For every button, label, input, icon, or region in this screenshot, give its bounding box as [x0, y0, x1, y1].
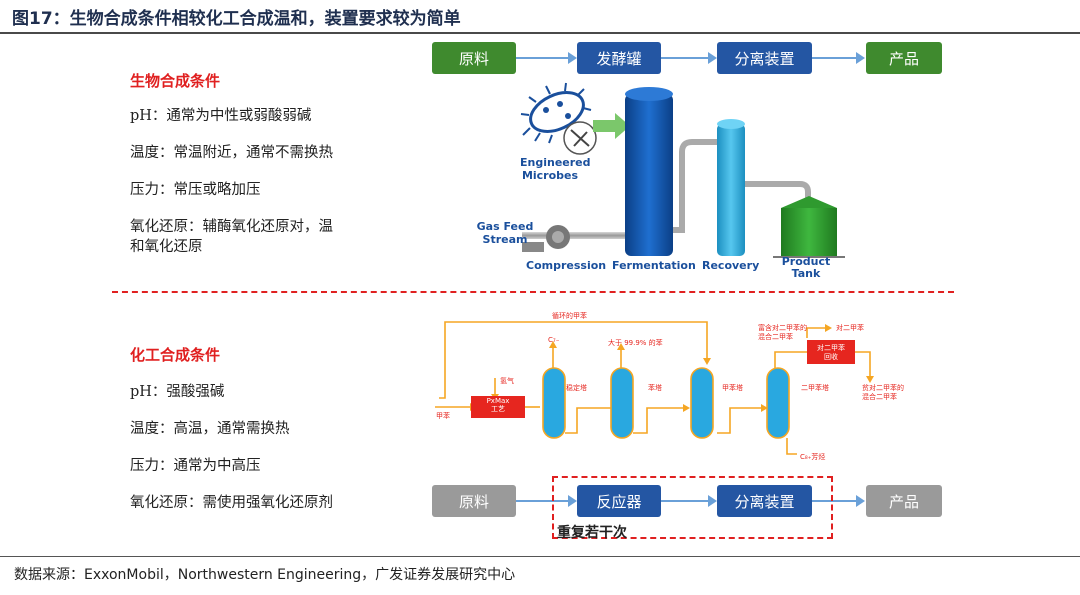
- chem-heading: 化工合成条件: [130, 346, 221, 364]
- label-gas-feed-line2: Stream: [482, 233, 528, 246]
- label-fermentation: Fermentation: [612, 259, 696, 272]
- label-px-rich-line2: 混合二甲苯: [758, 333, 793, 341]
- label-toluene-column: 甲苯塔: [722, 384, 743, 392]
- label-benzene-purity: 大于 99.9% 的苯: [608, 339, 663, 347]
- bio-flow-raw-material: 原料: [432, 42, 516, 74]
- bio-flow-separator: 分离装置: [717, 42, 812, 74]
- label-pxmax-line2: 工艺: [491, 405, 505, 413]
- bio-condition-temperature: 温度：常温附近，通常不需换热: [130, 145, 333, 161]
- label-px-lean-line1: 贫对二甲苯的: [862, 384, 904, 392]
- label-microbes-line1: Engineered: [520, 156, 591, 169]
- bio-flow-fermenter: 发酵罐: [577, 42, 661, 74]
- repeat-label: 重复若干次: [557, 525, 627, 541]
- product-tank: [781, 208, 837, 256]
- label-benzene-column: 苯塔: [648, 384, 662, 392]
- chem-condition-temperature: 温度：高温，通常需换热: [130, 421, 290, 437]
- title-rule: [0, 32, 1080, 34]
- source-rule: [0, 556, 1080, 557]
- bio-flow-arrow-3-head: [856, 52, 865, 64]
- pxmax-process-diagram: [435, 321, 874, 455]
- label-microbes-line2: Microbes: [521, 169, 579, 182]
- bio-flow-product: 产品: [866, 42, 942, 74]
- microbe-arrow: [593, 113, 630, 139]
- bio-flow-arrow-1: [516, 57, 571, 59]
- chem-flow-arrow-2: [661, 500, 711, 502]
- bio-flow-arrow-2-head: [708, 52, 717, 64]
- stabilizer-column: [542, 367, 566, 439]
- chem-flow-arrow-1: [516, 500, 571, 502]
- benzene-column: [610, 367, 634, 439]
- label-px-recovery-line1: 对二甲苯: [817, 344, 845, 352]
- bio-condition-pressure: 压力：常压或略加压: [130, 182, 261, 198]
- bio-condition-redox: 氧化还原：辅酶氧化还原对，温: [130, 219, 333, 235]
- bio-condition-ph: pH：通常为中性或弱酸弱碱: [130, 108, 312, 124]
- figure-title: 图17：生物合成条件相较化工合成温和，装置要求较为简单: [12, 9, 461, 29]
- xylene-column: [766, 367, 790, 439]
- label-toluene-feed: 甲苯: [436, 412, 450, 420]
- label-engineered-microbes: Engineered Microbes: [520, 156, 591, 182]
- label-px-recovery-line2: 回收: [824, 353, 838, 361]
- label-px-rich-line1: 富含对二甲苯的: [758, 324, 807, 332]
- fermentation-illustration: [520, 82, 845, 258]
- label-px-lean: 贫对二甲苯的 混合二甲苯: [862, 384, 904, 402]
- chem-condition-redox: 氧化还原：需使用强氧化还原剂: [130, 495, 333, 511]
- chem-condition-pressure: 压力：通常为中高压: [130, 458, 261, 474]
- bio-flow-arrow-3: [812, 57, 859, 59]
- label-recovery: Recovery: [702, 259, 760, 272]
- chem-flow-separator: 分离装置: [717, 485, 812, 517]
- label-px-recovery: 对二甲苯 回收: [807, 344, 855, 362]
- pxmax-box: [471, 396, 525, 418]
- chem-flow-arrow-3: [812, 500, 859, 502]
- toluene-column: [690, 367, 714, 439]
- label-px-lean-line2: 混合二甲苯: [862, 393, 897, 401]
- label-c7: C₇₋: [548, 336, 560, 344]
- bio-flow-arrow-1-head: [568, 52, 577, 64]
- recovery-column: [717, 124, 745, 256]
- label-product-tank: Product Tank: [781, 256, 831, 280]
- label-recycle-toluene: 循环的甲苯: [552, 312, 587, 320]
- fermentation-column: [625, 94, 673, 256]
- label-px-rich: 富含对二甲苯的 混合二甲苯: [758, 324, 807, 342]
- bio-condition-redox-cont: 和氧化还原: [130, 239, 203, 255]
- label-px: 对二甲苯: [836, 324, 864, 332]
- chem-condition-ph: pH：强酸强碱: [130, 384, 225, 400]
- chem-flow-arrow-3-head: [856, 495, 865, 507]
- label-compression: Compression: [526, 259, 607, 272]
- px-recovery-box: [807, 340, 855, 364]
- source-note: 数据来源：ExxonMobil，Northwestern Engineering…: [14, 567, 516, 583]
- microbe-icon: [520, 82, 592, 144]
- label-pxmax: PxMax 工艺: [471, 397, 525, 413]
- label-product-tank-line1: Product: [781, 255, 831, 268]
- chem-flow-product: 产品: [866, 485, 942, 517]
- label-pxmax-line1: PxMax: [486, 397, 510, 405]
- repeat-boundary: [552, 476, 833, 539]
- label-gas-feed-line1: Gas Feed: [476, 220, 534, 233]
- label-gas-feed: Gas Feed Stream: [476, 220, 534, 246]
- bio-flow-arrow-2: [661, 57, 711, 59]
- chem-flow-arrow-2-head: [708, 495, 717, 507]
- bio-heading: 生物合成条件: [130, 72, 221, 90]
- label-product-tank-line2: Tank: [791, 267, 821, 280]
- label-hydrogen: 氢气: [500, 377, 514, 385]
- chem-flow-reactor: 反应器: [577, 485, 661, 517]
- label-xylene-column: 二甲苯塔: [801, 384, 829, 392]
- chem-flow-raw-material: 原料: [432, 485, 516, 517]
- chem-flow-arrow-1-head: [568, 495, 577, 507]
- label-stabilizer: 稳定塔: [566, 384, 587, 392]
- section-divider: [112, 291, 954, 293]
- label-c8-aromatics: C₈₊芳烃: [800, 453, 826, 461]
